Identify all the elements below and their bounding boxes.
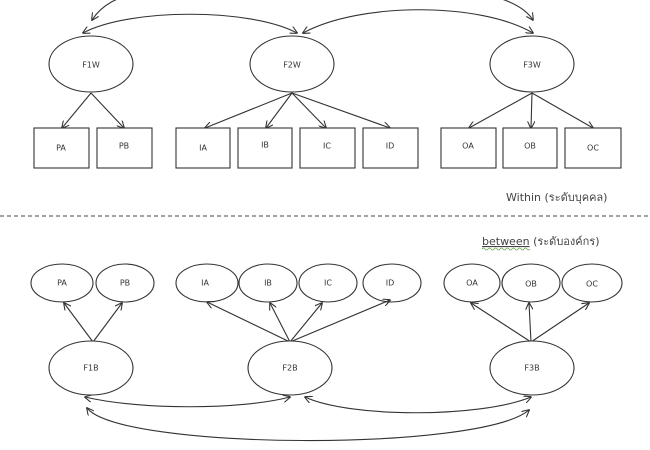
between-indicator-ob: OB (501, 263, 561, 303)
within-factor-f3w: F3W (489, 35, 575, 93)
between-thai: (ระดับองค์กร) (530, 235, 600, 248)
within-indicator-oa: OA (440, 127, 497, 169)
within-loadings (62, 92, 593, 128)
within-level-label: Within (ระดับบุคคล) (506, 191, 607, 204)
indicator-label: ID (386, 142, 395, 151)
between-factor-f3b: F3B (489, 340, 575, 396)
indicator-label: OB (524, 142, 536, 151)
between-indicator-pb: PB (95, 263, 155, 303)
within-indicator-ia: IA (175, 127, 231, 169)
between-word: between (482, 235, 530, 248)
indicator-label: PA (56, 144, 66, 153)
within-indicator-ib: IB (237, 127, 293, 169)
indicator-label: OC (586, 280, 598, 289)
spellcheck-underline (481, 247, 531, 251)
indicator-label: IB (264, 279, 272, 288)
within-indicator-pb: PB (96, 127, 153, 169)
indicator-label: PA (57, 279, 67, 288)
between-covariance-f1b-f3b (87, 408, 529, 442)
indicator-label: IC (323, 142, 331, 151)
indicator-label: IB (261, 141, 269, 150)
within-indicator-id: ID (362, 127, 419, 169)
within-factor-f2w: F2W (249, 35, 335, 93)
within-covariance-f2w-f3w (303, 9, 533, 33)
within-covariance-f1w-f2w (83, 13, 297, 33)
indicator-label: PB (119, 142, 129, 151)
factor-label: F1B (83, 364, 98, 373)
between-loadings (64, 300, 589, 343)
within-covariance-f1w-f3w (92, 0, 533, 20)
between-indicator-id: ID (362, 263, 422, 303)
within-indicator-oc: OC (564, 127, 622, 169)
indicator-label: IA (199, 144, 207, 153)
indicator-label: OA (466, 279, 478, 288)
within-factor-f1w: F1W (48, 35, 134, 93)
between-factor-f2b: F2B (247, 340, 333, 396)
indicator-label: IC (324, 279, 332, 288)
indicator-label: OC (587, 144, 599, 153)
within-indicator-ob: OB (502, 127, 558, 169)
between-covariance-f1b-f2b (85, 397, 290, 408)
factor-label: F3W (523, 61, 541, 70)
indicator-label: OA (462, 142, 474, 151)
factor-label: F1W (82, 61, 100, 70)
between-level-label: between (ระดับองค์กร) (482, 235, 600, 248)
between-indicator-oc: OC (561, 263, 623, 303)
within-indicator-pa: PA (33, 127, 90, 169)
indicator-label: IA (201, 279, 209, 288)
indicator-label: OB (525, 280, 537, 289)
between-indicator-ic: IC (298, 263, 358, 303)
within-indicator-ic: IC (299, 127, 356, 169)
between-indicator-ia: IA (175, 263, 239, 303)
between-indicator-oa: OA (443, 263, 501, 303)
between-covariance-f2b-f3b (305, 397, 531, 414)
factor-label: F2B (282, 364, 297, 373)
between-indicator-pa: PA (30, 263, 94, 303)
factor-label: F3B (524, 364, 539, 373)
factor-label: F2W (283, 61, 301, 70)
indicator-label: PB (120, 279, 130, 288)
between-factor-f1b: F1B (48, 340, 134, 396)
between-indicator-ib: IB (238, 263, 298, 303)
indicator-label: ID (386, 279, 395, 288)
